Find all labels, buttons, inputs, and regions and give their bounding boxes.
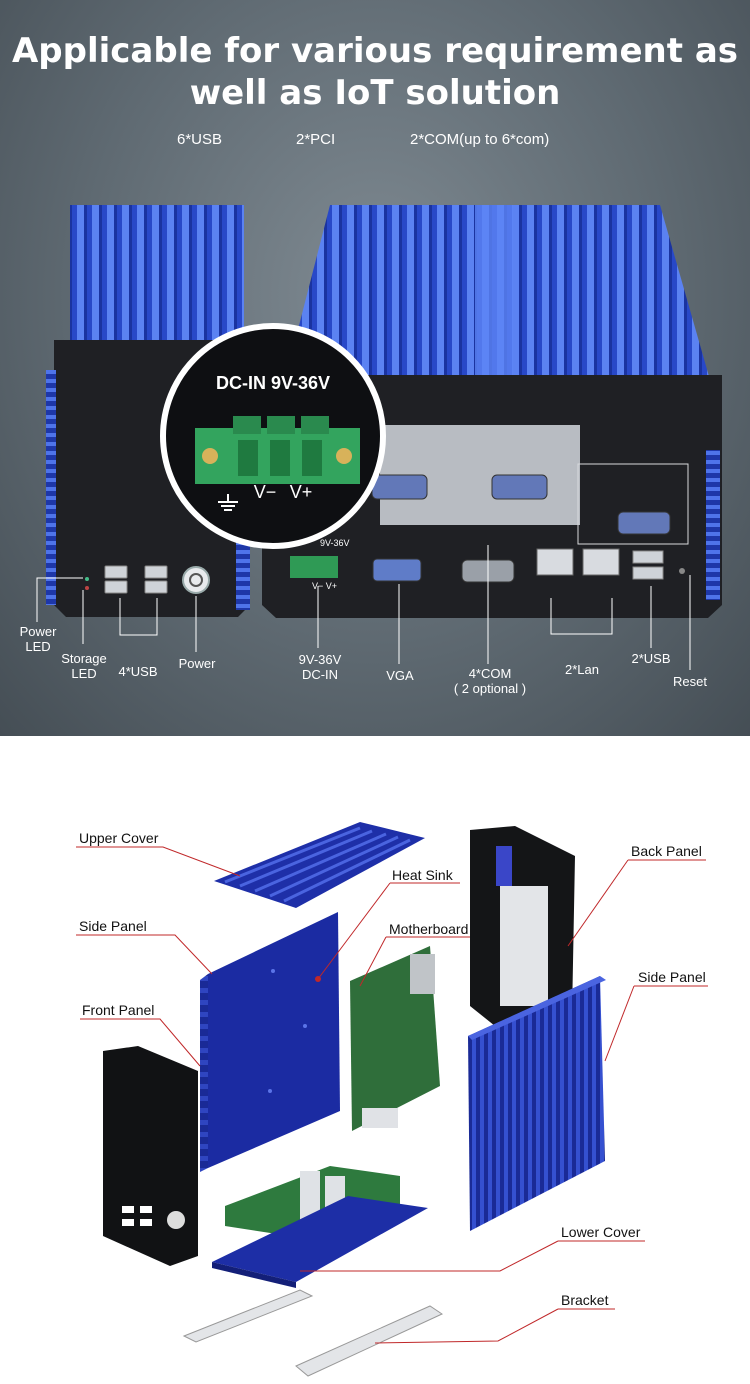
panel-dc-voltage: 9V-36V	[320, 538, 350, 548]
label-power: Power	[178, 656, 216, 671]
hero-leader-lines	[36, 545, 691, 670]
hero-illustration	[36, 205, 722, 670]
label-lower-cover: Lower Cover	[561, 1224, 641, 1240]
spec-com: 2*COM(up to 6*com)	[410, 131, 550, 148]
label-storage-led: Storage LED	[61, 651, 107, 681]
zoom-dc-in-title: DC-IN 9V-36V	[215, 373, 331, 393]
bracket-part	[182, 1289, 444, 1377]
label-dc-in: 9V-36V DC-IN	[298, 652, 342, 682]
dc-in-zoom	[160, 323, 386, 549]
label-vga: VGA	[386, 668, 414, 683]
exploded-illustration	[76, 822, 708, 1377]
front-panel-part	[103, 1046, 198, 1266]
label-4-com: 4*COM ( 2 optional )	[453, 666, 527, 696]
label-2-usb: 2*USB	[631, 651, 671, 666]
exploded-view: Upper Cover Heat Sink Side Panel Motherb…	[0, 736, 750, 1384]
label-4-usb: 4*USB	[118, 664, 158, 679]
spec-usb: 6*USB	[177, 131, 223, 148]
headline-line-2: well as IoT solution	[189, 73, 561, 113]
zoom-pin-vplus: V+	[289, 482, 313, 502]
back-panel-part	[470, 826, 575, 1026]
label-2-lan: 2*Lan	[565, 662, 599, 677]
upper-cover-part	[214, 822, 425, 908]
label-power-led: Power LED	[19, 624, 57, 654]
label-back-panel: Back Panel	[631, 843, 702, 859]
headline-line-1: Applicable for various requirement as	[11, 31, 739, 71]
label-upper-cover: Upper Cover	[79, 830, 159, 846]
label-side-panel-right: Side Panel	[638, 969, 706, 985]
left-side-panel-part	[200, 912, 340, 1172]
label-reset: Reset	[673, 674, 707, 689]
label-bracket: Bracket	[561, 1292, 609, 1308]
spec-pci: 2*PCI	[296, 131, 336, 148]
panel-dc-pins: V− V+	[312, 581, 338, 591]
zoom-pin-vminus: V−	[253, 482, 277, 502]
label-motherboard: Motherboard	[389, 921, 469, 937]
hero-headline: Applicable for various requirement as we…	[0, 30, 750, 114]
product-hero: Applicable for various requirement as we…	[0, 0, 750, 736]
label-heat-sink: Heat Sink	[392, 867, 453, 883]
label-side-panel-left: Side Panel	[79, 918, 147, 934]
label-front-panel: Front Panel	[82, 1002, 155, 1018]
parts-leader-lines	[76, 846, 708, 1344]
right-side-panel-part	[468, 976, 606, 1231]
lower-cover-part	[212, 1196, 428, 1288]
